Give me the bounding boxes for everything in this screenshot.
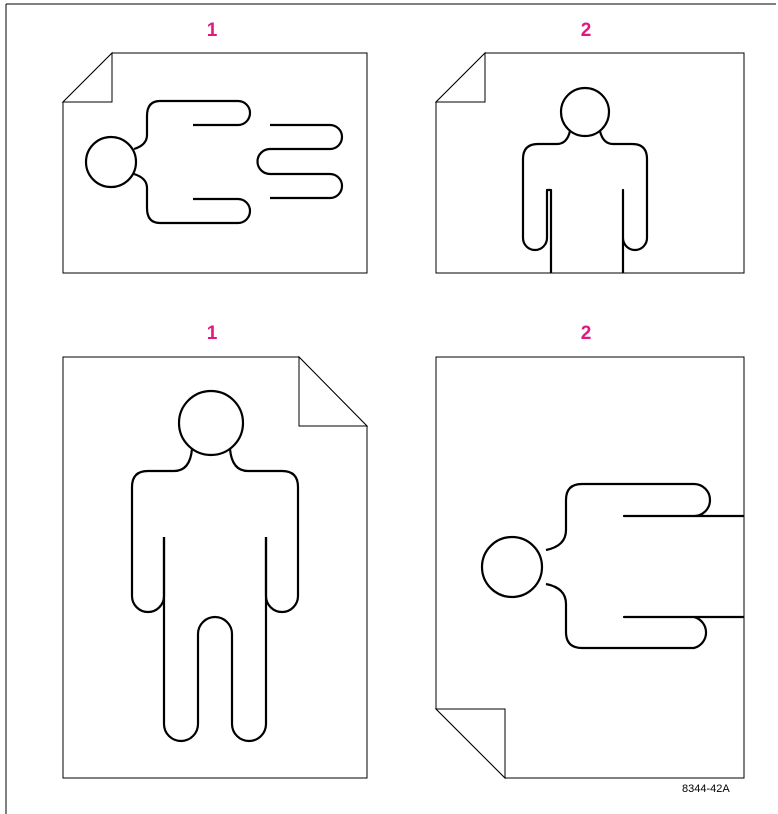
figure-right-arm bbox=[228, 448, 300, 614]
page-fold-corner bbox=[61, 51, 113, 103]
figure-body-head-left bbox=[84, 99, 344, 225]
figure-full-body bbox=[130, 389, 300, 743]
figure-lower-arm bbox=[133, 172, 252, 225]
figure-upper-arm bbox=[545, 482, 744, 552]
figure-left-side bbox=[521, 130, 572, 273]
panel-bottom-left bbox=[62, 355, 369, 779]
page-fold-corner bbox=[434, 708, 506, 780]
panel-label-1-top: 1 bbox=[206, 20, 218, 41]
panel-top-left bbox=[61, 51, 368, 274]
figure-upper-arm bbox=[133, 99, 252, 151]
figure-code: 8344-42A bbox=[682, 783, 730, 795]
figure-left-arm bbox=[130, 448, 194, 614]
figure-right-side bbox=[598, 130, 649, 273]
page-portrait-1 bbox=[62, 356, 368, 779]
figure-head bbox=[480, 535, 544, 599]
page-portrait-2 bbox=[435, 356, 745, 779]
figure-head bbox=[84, 135, 138, 189]
figure-legs bbox=[256, 123, 344, 200]
panel-top-right bbox=[434, 51, 745, 274]
page-fold-corner bbox=[434, 51, 486, 103]
panel-label-2-bottom: 2 bbox=[580, 323, 592, 344]
panel-bottom-right bbox=[434, 356, 745, 780]
figure-torso-head-top bbox=[521, 86, 649, 273]
figure-torso-head-left bbox=[480, 482, 744, 650]
figure-legs bbox=[162, 537, 268, 743]
figure-head bbox=[559, 86, 611, 138]
panel-label-1-bottom: 1 bbox=[206, 323, 218, 344]
figure-head bbox=[177, 389, 245, 457]
panel-label-2-top: 2 bbox=[580, 20, 592, 41]
figure-lower-arm bbox=[545, 582, 744, 650]
page-fold-corner bbox=[298, 355, 369, 427]
